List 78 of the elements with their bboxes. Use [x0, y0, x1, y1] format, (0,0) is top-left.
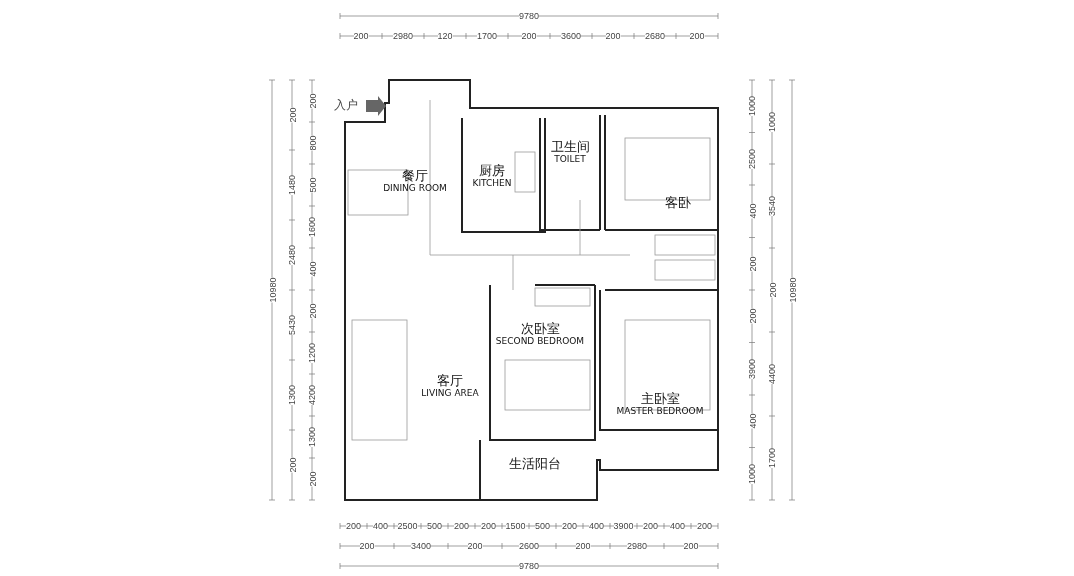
- dimension-value: 1000: [747, 96, 757, 117]
- dimension-value: 400: [307, 261, 317, 277]
- dimension-value: 3540: [767, 196, 777, 216]
- dimension-value: 500: [307, 177, 317, 193]
- dimension-value: 200: [307, 303, 317, 319]
- dimension-value: 200: [521, 31, 537, 41]
- dimension-value: 400: [747, 413, 757, 429]
- dimension-value: 2680: [645, 31, 666, 41]
- room-name: 客卧: [664, 194, 691, 210]
- dimension-value: 200: [605, 31, 621, 41]
- dimension-value: 200: [307, 471, 317, 487]
- dimension-value: 1000: [747, 463, 757, 484]
- dimension-value: 200: [643, 521, 659, 531]
- dimension-value: 200: [481, 521, 497, 531]
- dimension-value: 200: [467, 541, 483, 551]
- dimension-value: 2980: [627, 541, 648, 551]
- dimension-value: 200: [287, 457, 297, 473]
- room-name: 生活阳台: [509, 455, 561, 471]
- dimension-value: 3600: [561, 31, 582, 41]
- room-name: 餐厅: [402, 168, 428, 183]
- dimension-value: 1200: [307, 343, 317, 363]
- dimension-value: 800: [307, 135, 317, 151]
- dimension-value: 2980: [393, 31, 414, 41]
- dimension-value: 5430: [287, 315, 297, 335]
- dimension-value: 9780: [519, 11, 540, 21]
- room-name-english: MASTER BEDROOM: [616, 406, 704, 417]
- dimension-value: 2500: [747, 148, 757, 169]
- dimension-value: 400: [373, 521, 389, 531]
- dimension-value: 4400: [767, 364, 777, 384]
- dimension-value: 200: [697, 521, 713, 531]
- dimension-value: 2600: [519, 541, 540, 551]
- entrance-label: 入户: [334, 98, 358, 112]
- dimension-value: 400: [589, 521, 605, 531]
- dimension-value: 1000: [767, 112, 777, 132]
- dimension-value: 200: [747, 308, 757, 324]
- dimension-value: 200: [575, 541, 591, 551]
- dimension-value: 200: [562, 521, 578, 531]
- room-name: 次卧室: [520, 321, 560, 336]
- dimension-value: 200: [747, 256, 757, 272]
- dimension-value: 200: [359, 541, 375, 551]
- dimension-value: 1600: [307, 217, 317, 237]
- room-name-english: KITCHEN: [472, 178, 512, 189]
- dimension-value: 200: [307, 93, 317, 109]
- dimension-value: 200: [346, 521, 362, 531]
- dimension-value: 1500: [505, 521, 526, 531]
- dimension-value: 200: [287, 107, 297, 123]
- dimension-value: 200: [683, 541, 699, 551]
- room-name: 主卧室: [640, 391, 680, 406]
- room-name: 卫生间: [550, 139, 590, 154]
- dimension-value: 10980: [267, 277, 277, 303]
- dimension-value: 3400: [411, 541, 432, 551]
- dimension-value: 4200: [307, 385, 317, 405]
- dimension-value: 1480: [287, 175, 297, 195]
- dimension-value: 400: [747, 203, 757, 219]
- room-name-english: SECOND BEDROOM: [495, 336, 585, 347]
- room-name-english: DINING ROOM: [383, 183, 447, 194]
- dimension-value: 10980: [787, 277, 797, 303]
- dimension-value: 3900: [747, 358, 757, 379]
- dimension-value: 2480: [287, 245, 297, 265]
- dimension-value: 1300: [287, 385, 297, 405]
- dimension-value: 200: [689, 31, 705, 41]
- dimension-value: 1700: [767, 448, 777, 468]
- dimension-value: 1700: [477, 31, 498, 41]
- room-name-english: LIVING AREA: [421, 388, 479, 399]
- dimension-value: 200: [454, 521, 470, 531]
- dimension-value: 3900: [613, 521, 634, 531]
- room-name-english: TOILET: [554, 154, 586, 165]
- dimension-value: 1300: [307, 427, 317, 447]
- room-name: 客厅: [437, 373, 463, 388]
- dimension-value: 200: [353, 31, 369, 41]
- dimension-value: 120: [437, 31, 453, 41]
- room-name: 厨房: [479, 163, 505, 178]
- dimension-value: 500: [535, 521, 551, 531]
- dimension-value: 200: [767, 282, 777, 298]
- dimension-value: 9780: [519, 561, 540, 571]
- dimension-value: 2500: [397, 521, 418, 531]
- dimension-value: 500: [427, 521, 443, 531]
- dimension-value: 400: [670, 521, 686, 531]
